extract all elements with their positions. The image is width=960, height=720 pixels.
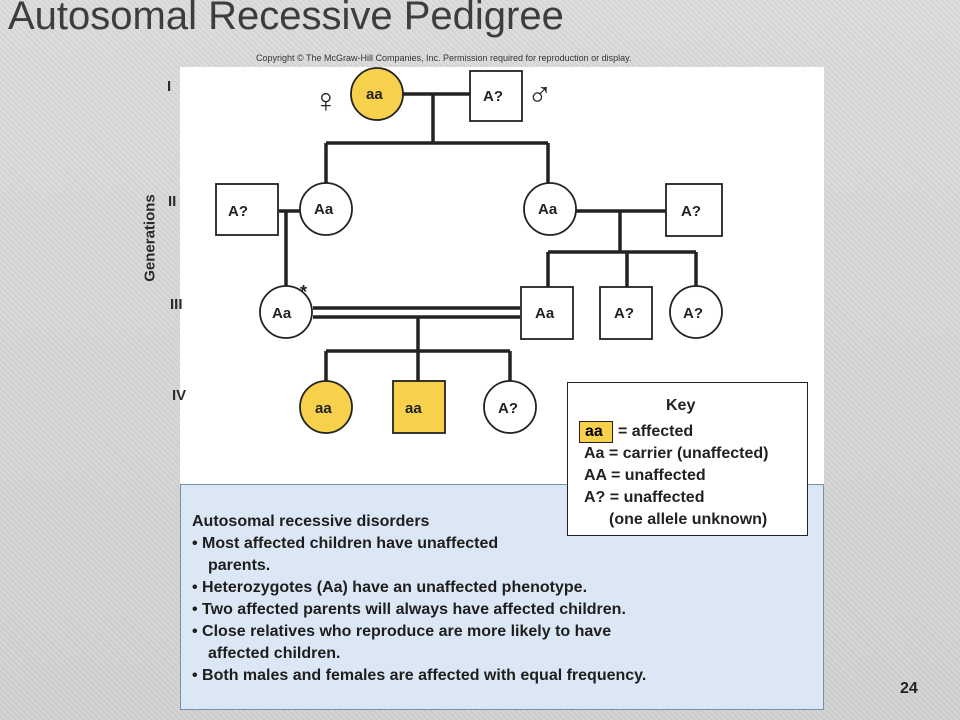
- female-symbol-icon: ♀: [313, 82, 339, 120]
- note-bullet-1-cont: parents.: [208, 557, 271, 574]
- slide-title: Autosomal Recessive Pedigree: [8, 0, 564, 38]
- generation-label-iv: IV: [172, 387, 187, 404]
- note-bullet-4-cont: affected children.: [208, 645, 341, 662]
- individual-ii-2-female: [299, 182, 353, 236]
- key-unaffected-aa-text: AA = unaffected: [584, 467, 706, 484]
- notes-list: Autosomal recessive disorders • Most aff…: [192, 512, 646, 688]
- genotype-i-2: A?: [483, 88, 503, 105]
- generation-label-i: I: [167, 78, 172, 95]
- note-bullet-5: • Both males and females are affected wi…: [192, 667, 647, 684]
- individual-iii-2-male: [520, 286, 574, 340]
- note-bullet-3: • Two affected parents will always have …: [192, 601, 626, 618]
- generation-label-ii: II: [168, 193, 177, 210]
- key-title: Key: [666, 397, 696, 414]
- genotype-iv-3: A?: [498, 400, 518, 417]
- key-unaffected-a-text: A? = unaffected: [584, 489, 705, 506]
- key-affected-text: = affected: [618, 423, 694, 440]
- genotype-ii-4: A?: [681, 203, 701, 220]
- copyright-notice: Copyright © The McGraw-Hill Companies, I…: [256, 53, 632, 63]
- genotype-i-1: aa: [366, 86, 383, 103]
- affected-swatch-label: aa: [585, 423, 603, 440]
- individual-iv-3-female: [483, 380, 537, 434]
- key-unknown-note: (one allele unknown): [609, 511, 768, 528]
- notes-heading: Autosomal recessive disorders: [192, 513, 430, 530]
- note-bullet-4: • Close relatives who reproduce are more…: [192, 623, 612, 640]
- page-number: 24: [900, 680, 918, 697]
- genotype-ii-1: A?: [228, 203, 248, 220]
- genotype-iii-2: Aa: [535, 305, 555, 322]
- genotype-iii-1: Aa: [272, 305, 292, 322]
- individual-iv-1-female: [299, 380, 353, 434]
- legend-key: Key aa = affected Aa = carrier (unaffect…: [567, 382, 808, 536]
- genotype-iv-2: aa: [405, 400, 422, 417]
- individual-iii-3-male: [599, 286, 653, 340]
- individual-ii-3-female: [523, 182, 577, 236]
- genotype-iii-3: A?: [614, 305, 634, 322]
- individual-i-1-female: [350, 67, 404, 121]
- key-carrier-text: Aa = carrier (unaffected): [584, 445, 769, 462]
- individual-iii-1-female: [259, 285, 313, 339]
- individual-ii-4-male: [665, 183, 723, 237]
- pedigree-lines: [279, 92, 698, 381]
- genotype-ii-3: Aa: [538, 201, 558, 218]
- male-symbol-icon: ♂: [527, 76, 553, 114]
- genotype-iv-1: aa: [315, 400, 332, 417]
- individual-iii-4-female: [669, 285, 723, 339]
- note-bullet-2: • Heterozygotes (Aa) have an unaffected …: [192, 579, 588, 596]
- individual-iv-2-male: [392, 380, 446, 434]
- note-bullet-1: • Most affected children have unaffected: [192, 535, 499, 552]
- generation-label-iii: III: [170, 296, 183, 313]
- genotype-ii-2: Aa: [314, 201, 334, 218]
- affected-swatch: aa: [579, 421, 613, 443]
- genotype-iii-4: A?: [683, 305, 703, 322]
- individual-ii-1-male: [215, 183, 279, 236]
- individual-i-2-male: [469, 70, 523, 122]
